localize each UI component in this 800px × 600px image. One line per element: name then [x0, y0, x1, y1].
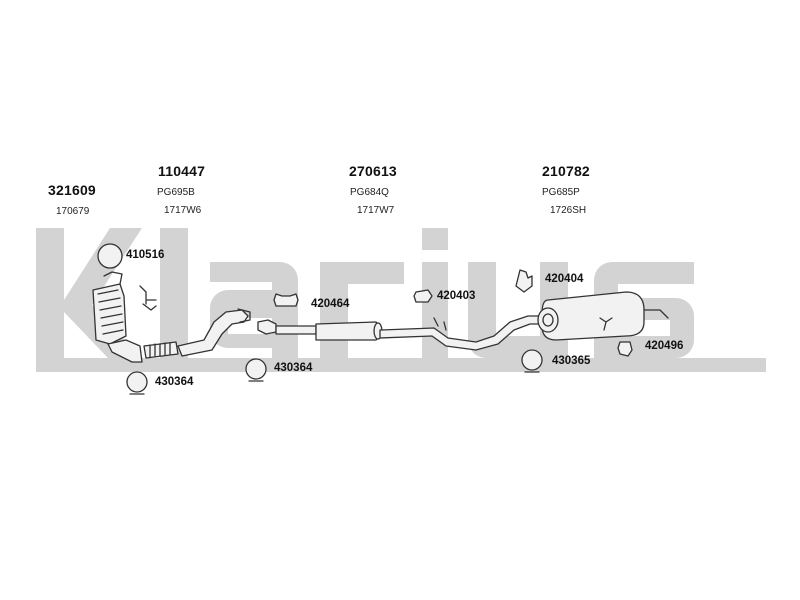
clamp-430365-icon: [521, 349, 543, 373]
part-number-270613: 270613: [349, 163, 397, 179]
part-code-1726sh: 1726SH: [550, 205, 587, 216]
rear-silencer: [537, 291, 669, 341]
accessory-label-420464: 420464: [311, 298, 350, 310]
part-code-pg684q: PG684Q: [350, 187, 389, 198]
part-number-110447: 110447: [158, 163, 206, 179]
catalytic-converter: [92, 271, 157, 363]
rubber-mount-420404-icon: [515, 269, 533, 293]
accessory-label-430364: 430364: [274, 362, 313, 374]
accessory-label-410516: 410516: [126, 249, 165, 261]
part-code-1717w7: 1717W7: [357, 205, 395, 216]
part-code-1717w6: 1717W6: [164, 205, 202, 216]
part-code-pg695b: PG695B: [157, 187, 195, 198]
part-code-170679: 170679: [56, 206, 90, 217]
accessory-label-420496: 420496: [645, 340, 684, 352]
part-number-321609: 321609: [48, 182, 96, 198]
clamp-430364-icon: [245, 358, 267, 382]
gasket-410516-icon: [97, 243, 123, 269]
part-code-pg685p: PG685P: [542, 187, 580, 198]
rubber-mount-420496-icon: [617, 341, 633, 357]
middle-silencer: [257, 315, 541, 351]
front-pipe: [143, 308, 251, 359]
accessory-label-430364: 430364: [155, 376, 194, 388]
accessory-label-420404: 420404: [545, 273, 584, 285]
part-number-210782: 210782: [542, 163, 590, 179]
accessory-label-420403: 420403: [437, 290, 476, 302]
rubber-mount-420403-icon: [413, 289, 433, 303]
clamp-430364-icon: [126, 371, 148, 395]
mounting-420464-icon: [273, 293, 299, 307]
accessory-label-430365: 430365: [552, 355, 591, 367]
